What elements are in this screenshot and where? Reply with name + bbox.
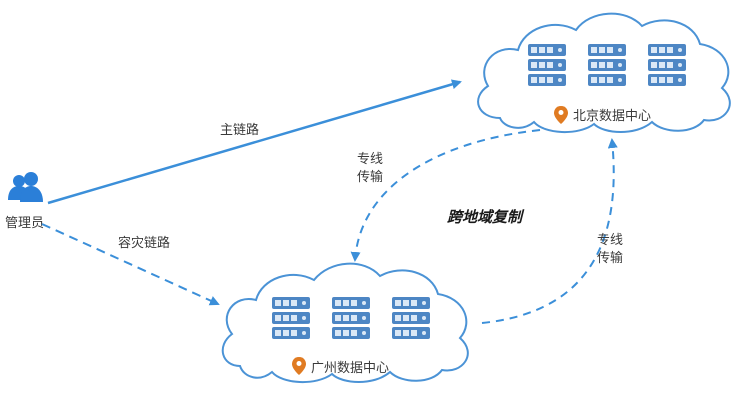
guangzhou-server-rack-2-icon (332, 297, 370, 339)
dedicated-line-right-label-line1: 专线 (597, 233, 623, 248)
beijing-datacenter: 北京数据中心 (477, 12, 731, 134)
dedicated-line-top-label-line1: 专线 (357, 152, 383, 167)
beijing-server-rack-1-icon (528, 44, 566, 86)
primary-link-label: 主链路 (220, 122, 259, 138)
administrator: 管理员 (5, 172, 44, 231)
beijing-cloud-icon (477, 12, 731, 134)
administrator-label: 管理员 (5, 216, 44, 231)
beijing-server-rack-3-icon (648, 44, 686, 86)
backup-link-label: 容灾链路 (118, 235, 170, 251)
dedicated-line-gz-to-bj-arrow (481, 138, 618, 324)
guangzhou-datacenter-label: 广州数据中心 (311, 361, 389, 376)
primary-link-arrow (47, 79, 462, 205)
beijing-server-rack-2-icon (588, 44, 626, 86)
beijing-datacenter-label: 北京数据中心 (573, 109, 651, 124)
guangzhou-server-rack-3-icon (392, 297, 430, 339)
cross-region-replication-title: 跨地域复制 (447, 208, 525, 226)
user-group-icon (8, 172, 43, 202)
dedicated-line-right-label-line2: 传输 (597, 250, 623, 266)
backup-link-arrow (41, 223, 220, 306)
guangzhou-server-rack-1-icon (272, 297, 310, 339)
dedicated-line-top-label-line2: 传输 (357, 169, 383, 185)
dedicated-line-bj-to-gz-arrow (350, 129, 541, 262)
guangzhou-datacenter: 广州数据中心 (221, 262, 469, 384)
